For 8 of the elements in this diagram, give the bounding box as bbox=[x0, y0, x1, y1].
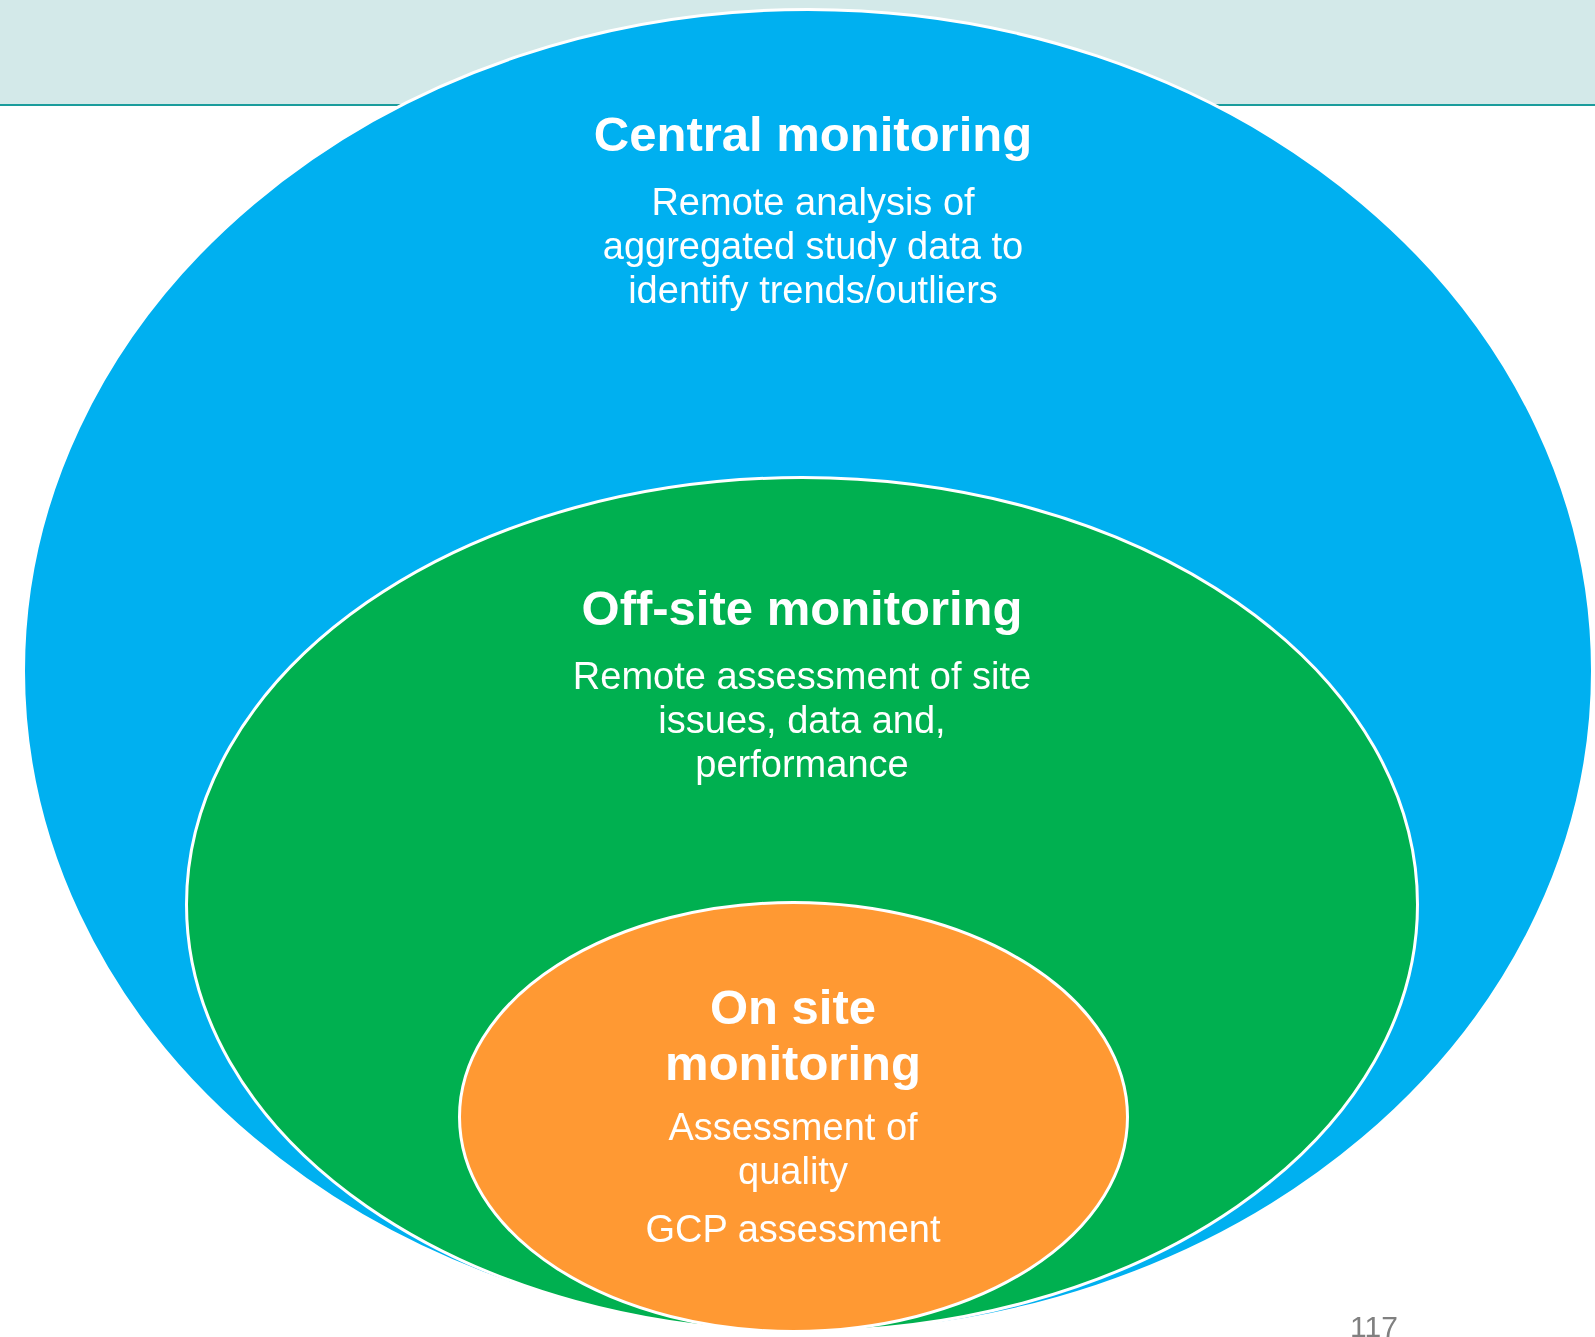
page-number: 117 bbox=[1350, 1310, 1398, 1337]
ellipse-heading: Central monitoring bbox=[593, 106, 1033, 162]
ellipse-description: Assessment of quality bbox=[667, 1105, 919, 1193]
ellipse-description: Remote analysis of aggregated study data to identify trends/outliers bbox=[601, 180, 1025, 312]
ellipse-description: Remote assessment of site issues, data and, performance bbox=[571, 654, 1033, 786]
ellipse-heading: On site monitoring bbox=[664, 979, 922, 1091]
ellipse-description: GCP assessment bbox=[645, 1207, 941, 1251]
ellipse-heading: Off-site monitoring bbox=[581, 580, 1023, 636]
